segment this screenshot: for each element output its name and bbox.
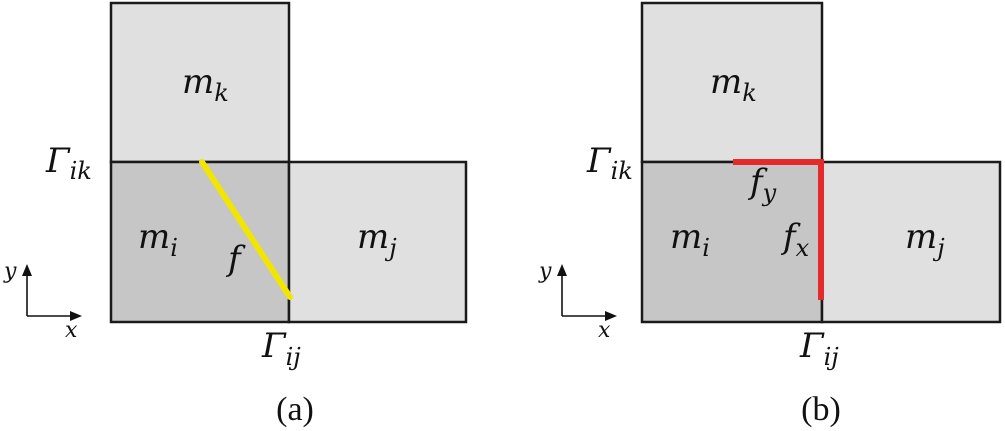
label-gamma-ik: Γik <box>586 141 633 185</box>
label-m-i: mi <box>138 217 178 262</box>
panel-b: mk mi mj fy fx Γik Γij y x (b) <box>538 1 1002 428</box>
cell-top-k <box>640 1 824 164</box>
y-arrow-icon <box>22 264 32 276</box>
cell-center-i <box>640 160 824 324</box>
caption-b: (b) <box>801 391 841 428</box>
staircase-face <box>733 159 824 300</box>
label-m-j: mj <box>357 217 397 262</box>
axis-label-y: y <box>3 259 17 284</box>
label-m-k: mk <box>710 62 757 107</box>
diagonal-face <box>199 159 293 300</box>
axes-indicator: y x <box>3 259 82 343</box>
label-m-i: mi <box>670 217 710 262</box>
cell-right-j <box>287 160 468 324</box>
label-gamma-ik: Γik <box>45 141 92 185</box>
label-m-j: mj <box>905 217 945 262</box>
label-face-fx: fx <box>780 217 810 262</box>
label-m-k: mk <box>182 62 229 107</box>
axes-indicator: y x <box>538 259 617 343</box>
x-arrow-icon <box>70 311 82 321</box>
axis-label-x: x <box>598 318 611 343</box>
label-gamma-ij: Γij <box>261 326 301 371</box>
cell-top-k <box>109 1 291 164</box>
axis-label-y: y <box>538 259 552 284</box>
label-gamma-ij: Γij <box>799 326 839 371</box>
cell-right-j <box>820 160 1002 324</box>
y-arrow-icon <box>557 264 567 276</box>
x-arrow-icon <box>605 311 617 321</box>
caption-a: (a) <box>276 391 314 428</box>
panel-a: mk mi mj f Γik Γij y x (a) <box>3 1 468 428</box>
axis-label-x: x <box>65 318 78 343</box>
cell-center-i <box>109 160 291 324</box>
